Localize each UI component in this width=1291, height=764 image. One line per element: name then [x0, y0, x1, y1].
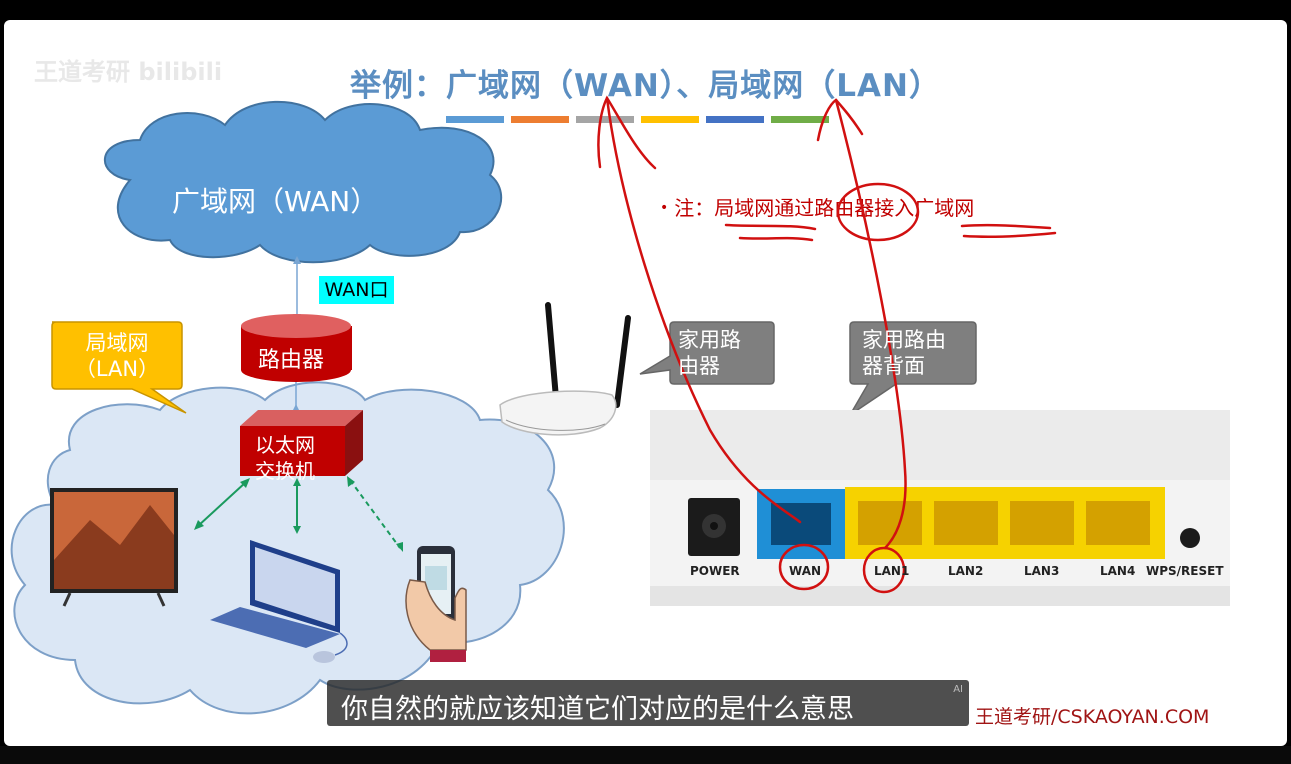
router-label: 路由器: [258, 348, 325, 373]
ethernet-switch: [240, 410, 363, 476]
ai-badge: AI: [953, 684, 963, 695]
color-bar: [576, 116, 634, 123]
handwritten-annotations: [597, 95, 1057, 594]
port-label-lan3: LAN3: [1024, 564, 1060, 578]
note-content: 注：局域网通过路由器接入广域网: [674, 196, 975, 220]
home-router-callout: [639, 321, 775, 385]
subtitle-text: 你自然的就应该知道它们对应的是什么意思: [341, 694, 854, 725]
router-cylinder: [241, 314, 352, 382]
note-bullet: •: [660, 200, 669, 216]
lan-callout-text: 局域网 （LAN）: [60, 330, 174, 382]
port-label-wps-reset: WPS/RESET: [1146, 564, 1224, 578]
phone-icon: [405, 546, 467, 662]
port-label-wan: WAN: [789, 564, 822, 578]
color-bar: [446, 116, 504, 123]
lan-callout-line1: 局域网: [85, 331, 149, 355]
watermark-logo: 王道考研 bilibili: [34, 58, 223, 86]
color-bar: [511, 116, 569, 123]
subtitle-bar: 你自然的就应该知道它们对应的是什么意思 AI: [327, 680, 969, 726]
port-label-power: POWER: [690, 564, 740, 578]
port-label-lan2: LAN2: [948, 564, 984, 578]
home-router-callout-line2: 由器: [678, 354, 720, 378]
lan-callout-line2: （LAN）: [74, 357, 160, 381]
link-tv: [197, 481, 247, 527]
router-back-callout-text: 家用路由 器背面: [862, 327, 946, 379]
bottom-bar: [0, 746, 1291, 764]
home-router-image: [499, 302, 631, 436]
credit-text: 王道考研/CSKAOYAN.COM: [975, 706, 1210, 728]
tv-icon: [50, 488, 178, 607]
wan-port-label: WAN口: [319, 276, 394, 304]
lan-callout: [51, 321, 187, 414]
slide-title: 举例：广域网（WAN）、局域网（LAN）: [350, 68, 941, 104]
router-back-callout-line1: 家用路由: [862, 328, 946, 352]
wan-cloud: [103, 100, 503, 264]
home-router-callout-line1: 家用路: [678, 328, 741, 352]
router-back-photo: [650, 410, 1230, 606]
switch-label: 以太网 交换机: [255, 432, 315, 484]
note-text: • 注：局域网通过路由器接入广域网: [660, 192, 974, 221]
color-bar: [641, 116, 699, 123]
wan-cloud-label: 广域网（WAN）: [172, 185, 379, 218]
port-label-lan1: LAN1: [874, 564, 910, 578]
color-bar: [706, 116, 764, 123]
home-router-callout-text: 家用路 由器: [678, 327, 741, 379]
port-label-lan4: LAN4: [1100, 564, 1136, 578]
switch-label-line1: 以太网: [255, 433, 315, 457]
color-bar: [771, 116, 829, 123]
router-back-callout: [849, 321, 977, 416]
switch-label-line2: 交换机: [255, 459, 315, 483]
laptop-icon: [210, 540, 348, 663]
router-back-callout-line2: 器背面: [862, 354, 925, 378]
